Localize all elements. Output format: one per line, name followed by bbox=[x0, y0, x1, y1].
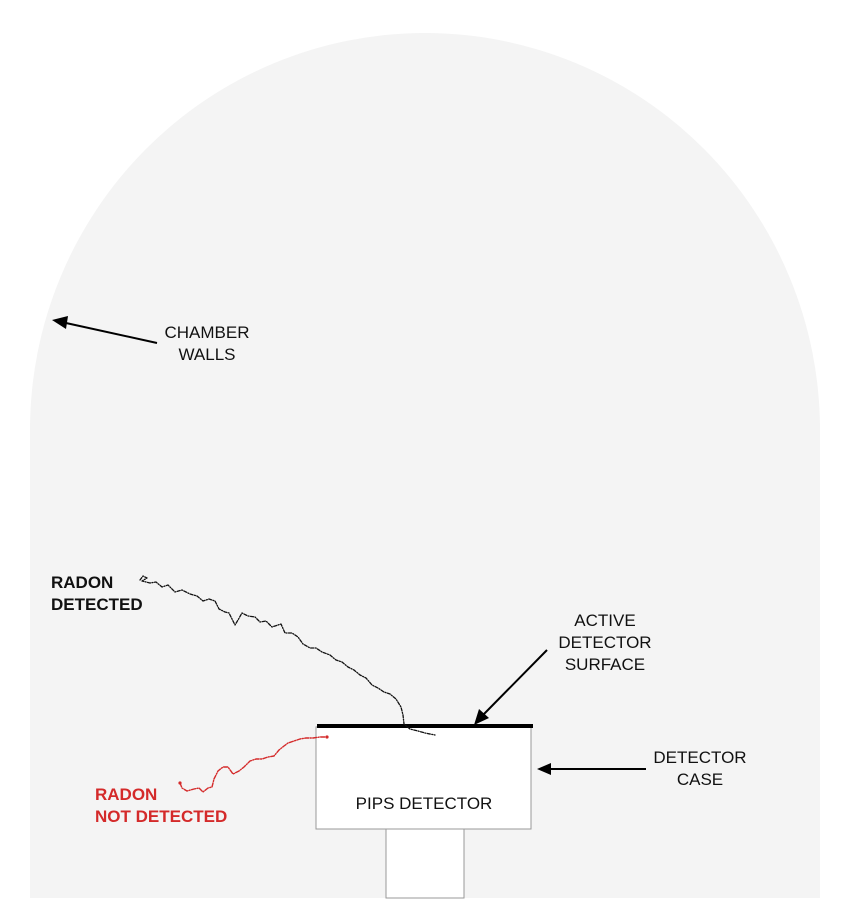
chamber-walls-arrow bbox=[65, 322, 158, 344]
chamber-walls-label: CHAMBER WALLS bbox=[152, 322, 262, 366]
detector-case-label: DETECTOR CASE bbox=[645, 747, 755, 791]
pips-detector-label: PIPS DETECTOR bbox=[355, 794, 493, 813]
not-detected-track-start bbox=[178, 781, 182, 785]
active-surface-label-line2: DETECTOR bbox=[558, 633, 652, 652]
chamber-walls-arrowhead bbox=[52, 316, 68, 329]
detector-stem bbox=[385, 828, 465, 899]
active-surface-label-line1: ACTIVE bbox=[574, 611, 636, 630]
detector-case-label-line1: DETECTOR bbox=[653, 748, 747, 767]
radon-detected-track bbox=[139, 575, 436, 736]
radon-detected-label: RADON DETECTED bbox=[51, 572, 143, 616]
chamber-walls-label-line1: CHAMBER bbox=[164, 323, 250, 342]
radon-not-detected-track bbox=[179, 736, 328, 793]
chamber-walls-label-line2: WALLS bbox=[178, 345, 236, 364]
radon-not-detected-label-line1: RADON bbox=[95, 785, 158, 804]
detector-case bbox=[315, 726, 532, 830]
detector-case-label-line2: CASE bbox=[676, 770, 724, 789]
active-surface-arrow bbox=[483, 649, 548, 715]
detector-case-arrowhead bbox=[537, 763, 551, 775]
active-surface-label: ACTIVE DETECTOR SURFACE bbox=[545, 610, 665, 676]
radon-detected-label-line2: DETECTED bbox=[51, 595, 143, 614]
radon-detected-label-line1: RADON bbox=[51, 573, 114, 592]
active-surface-arrowhead bbox=[474, 709, 489, 725]
radon-not-detected-label: RADON NOT DETECTED bbox=[95, 784, 227, 828]
chamber-walls bbox=[30, 33, 820, 898]
radon-not-detected-label-line2: NOT DETECTED bbox=[95, 807, 228, 826]
active-surface-label-line3: SURFACE bbox=[564, 655, 646, 674]
not-detected-track-end bbox=[325, 735, 329, 739]
